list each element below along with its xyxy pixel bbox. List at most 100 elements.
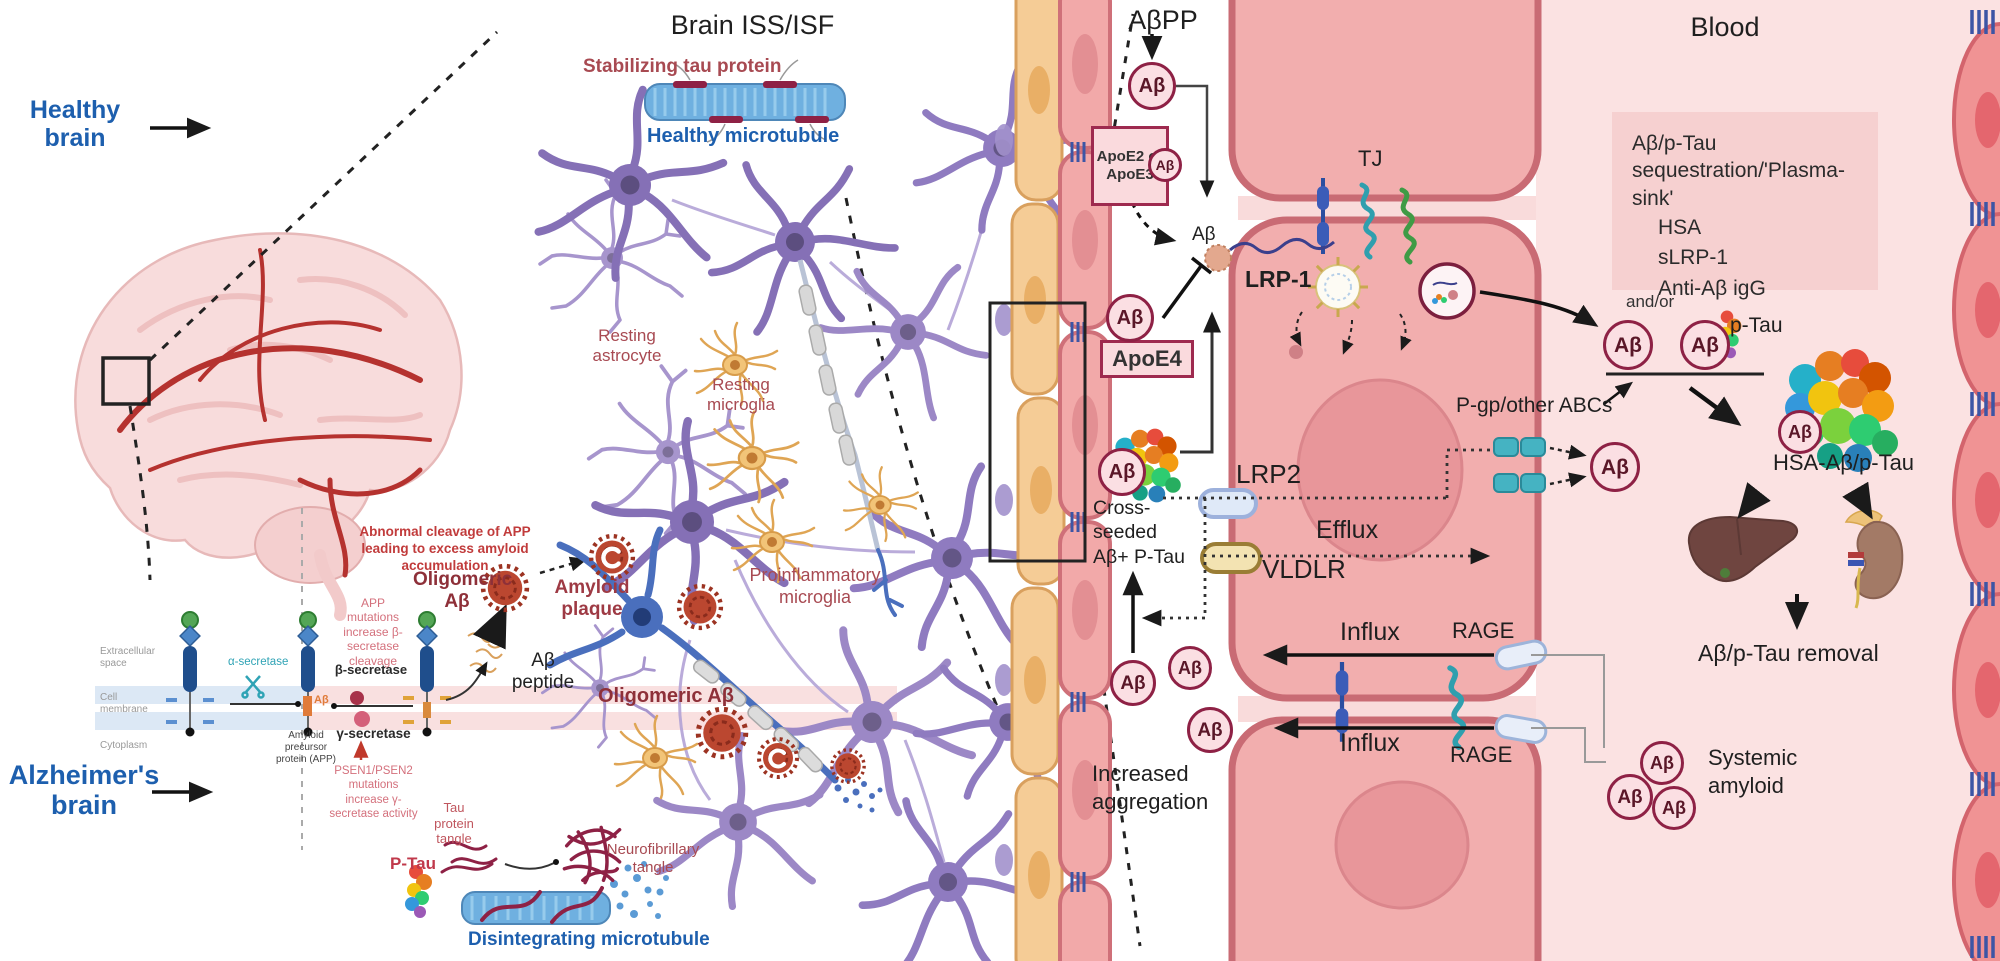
brain-arteries bbox=[117, 248, 432, 578]
amyloid-plaque-label: Amyloid plaque bbox=[554, 577, 630, 620]
disintegrating-microtubule-graphic bbox=[440, 861, 669, 925]
vldlr-receptor bbox=[1200, 542, 1262, 574]
ab-peptide-label: Aβ peptide bbox=[511, 650, 575, 693]
ab-circle: Aβ bbox=[1128, 62, 1176, 110]
ab-circle-text: Aβ bbox=[1178, 658, 1202, 678]
ab-free-label: Aβ bbox=[1192, 224, 1216, 245]
astrocyte-end-feet bbox=[995, 124, 1013, 876]
rage-label-2: RAGE bbox=[1450, 742, 1513, 767]
ab-circle: Aβ bbox=[1607, 774, 1653, 820]
ab-circle: Aβ bbox=[1098, 448, 1146, 496]
ab-circle: Aβ bbox=[1110, 660, 1156, 706]
endosome bbox=[1418, 262, 1476, 320]
and-or-label: and/or bbox=[1626, 292, 1675, 311]
ab-circle: Aβ bbox=[1187, 707, 1233, 753]
healthy-cleavage-dashes bbox=[166, 698, 214, 724]
efflux-label: Efflux bbox=[1316, 516, 1379, 544]
healthy-microtubule-graphic bbox=[644, 59, 846, 143]
ab-segment-cleaved bbox=[423, 702, 431, 718]
bbb-vessel-strip bbox=[988, 0, 1112, 961]
abpp-label: AβPP bbox=[1128, 5, 1198, 35]
app-mutations-label: APP mutations increase β-secretase cleav… bbox=[343, 596, 403, 668]
pgp-transporters bbox=[1493, 437, 1546, 493]
apoe4-box: ApoE4 bbox=[1100, 340, 1194, 378]
myelinated-axon bbox=[797, 259, 904, 617]
rage-receptor bbox=[1494, 714, 1548, 744]
extracellular-space-label: Extracellular space bbox=[100, 646, 156, 669]
proinflammatory-microglia-label: Proinflammatory microglia bbox=[749, 565, 881, 607]
neurites bbox=[671, 164, 1002, 863]
endothelium-layer bbox=[1058, 0, 1112, 961]
liver-icon bbox=[1687, 515, 1799, 583]
oligomeric-ab-label-2: Oligomeric Aβ bbox=[598, 685, 734, 707]
tau-protein-tangle-label: Tau protein tangle bbox=[434, 800, 474, 847]
lrp1-label: LRP-1 bbox=[1245, 266, 1312, 292]
oligomeric-ab-label: Oligomeric Aβ bbox=[413, 569, 513, 612]
cell-nucleus bbox=[1296, 378, 1464, 562]
kidney-icon bbox=[1844, 509, 1904, 609]
ab-circle-text: Aβ bbox=[1617, 786, 1643, 808]
sink-item-slrp1: sLRP-1 bbox=[1658, 246, 1729, 270]
neurofibrillary-tangle-label: Neurofibrillary tangle bbox=[606, 841, 700, 876]
pgp-label: P-gp/other ABCs bbox=[1456, 394, 1613, 417]
ab-circle-text: Aβ bbox=[1155, 157, 1175, 173]
beta-secretase-enzyme bbox=[350, 691, 364, 705]
gamma-secretase-label: γ-secretase bbox=[336, 726, 411, 741]
tubulin-dots bbox=[610, 861, 669, 919]
systemic-amyloid-label: Systemic amyloid bbox=[1708, 745, 1798, 798]
alpha-secretase-scissors bbox=[241, 675, 265, 699]
receptors-transporters bbox=[1198, 176, 1548, 747]
rage-source-lines bbox=[1531, 654, 1606, 763]
pericyte-layer bbox=[1010, 0, 1066, 961]
ab-circle-text: Aβ bbox=[1601, 455, 1629, 479]
tau-tails bbox=[669, 59, 827, 143]
ab-circle-text: Aβ bbox=[1116, 307, 1144, 329]
strip-zoom-box bbox=[988, 301, 1087, 563]
influx-label-1: Influx bbox=[1340, 618, 1400, 646]
ab-circle: Aβ bbox=[1603, 320, 1653, 370]
ab-circle-text: Aβ bbox=[1120, 672, 1146, 694]
p-tau-label: P-Tau bbox=[390, 854, 436, 873]
ab-circle-text: Aβ bbox=[1108, 461, 1136, 483]
increased-aggregation-label: Increased aggregation bbox=[1092, 761, 1209, 814]
cell-nucleus bbox=[1334, 780, 1470, 910]
resting-microglia-label: Resting microglia bbox=[706, 375, 776, 415]
ab-circle: Aβ bbox=[1148, 148, 1182, 182]
brain-iss-title: Brain ISS/ISF bbox=[670, 10, 835, 40]
influx-label-2: Influx bbox=[1340, 729, 1400, 757]
plasma-sink-title: Aβ/p-Tau sequestration/'Plasma-sink' bbox=[1632, 132, 1845, 210]
amyloid-plaque-icon bbox=[591, 536, 633, 578]
ab-circle-text: Aβ bbox=[1650, 753, 1674, 773]
abnormal-cleavage-label: Abnormal cleavage of APP leading to exce… bbox=[359, 524, 531, 573]
psen-mutations-label: PSEN1/PSEN2 mutations increase γ-secreta… bbox=[329, 765, 418, 821]
ab-circle-text: Aβ bbox=[1691, 333, 1719, 357]
resting-astrocyte-label: Resting astrocyte bbox=[592, 326, 662, 366]
beta-secretase-label: β-secretase bbox=[334, 662, 408, 677]
ab-circle-text: Aβ bbox=[1138, 75, 1166, 97]
ab-circle: Aβ bbox=[1640, 741, 1684, 785]
lrp2-label: LRP2 bbox=[1236, 459, 1302, 489]
alzheimers-brain-label: Alzheimer's brain bbox=[8, 760, 160, 821]
brain-zoom-box bbox=[101, 356, 151, 406]
ab-circle-text: Aβ bbox=[1614, 333, 1642, 357]
efflux-dotted-routes bbox=[1141, 448, 1491, 627]
wall-tight-junctions bbox=[1970, 10, 1995, 958]
ab-circle: Aβ bbox=[1680, 320, 1730, 370]
ab-circle: Aβ bbox=[1590, 442, 1640, 492]
ab-circle-text: Aβ bbox=[1662, 798, 1686, 818]
sink-item-antiab: Anti-Aβ igG bbox=[1658, 276, 1766, 300]
sink-item-hsa: HSA bbox=[1658, 215, 1702, 239]
ad-cleavage-dashes bbox=[403, 696, 451, 724]
ab-circle: Aβ bbox=[1168, 646, 1212, 690]
endothelial-cells bbox=[1228, 0, 1542, 961]
gamma-secretase-enzyme bbox=[354, 711, 370, 727]
stabilizing-tau-label: Stabilizing tau protein bbox=[583, 56, 782, 77]
clathrin-pit bbox=[1308, 257, 1368, 317]
ab-circle-text: Aβ bbox=[1197, 719, 1223, 741]
app-protein-label: Amyloid precursor protein (APP) bbox=[275, 730, 337, 765]
brain-illustration bbox=[74, 232, 463, 621]
vldlr-label: VLDLR bbox=[1262, 554, 1346, 584]
tj-label: TJ bbox=[1358, 146, 1383, 171]
right-vessel-wall bbox=[1952, 10, 2000, 961]
